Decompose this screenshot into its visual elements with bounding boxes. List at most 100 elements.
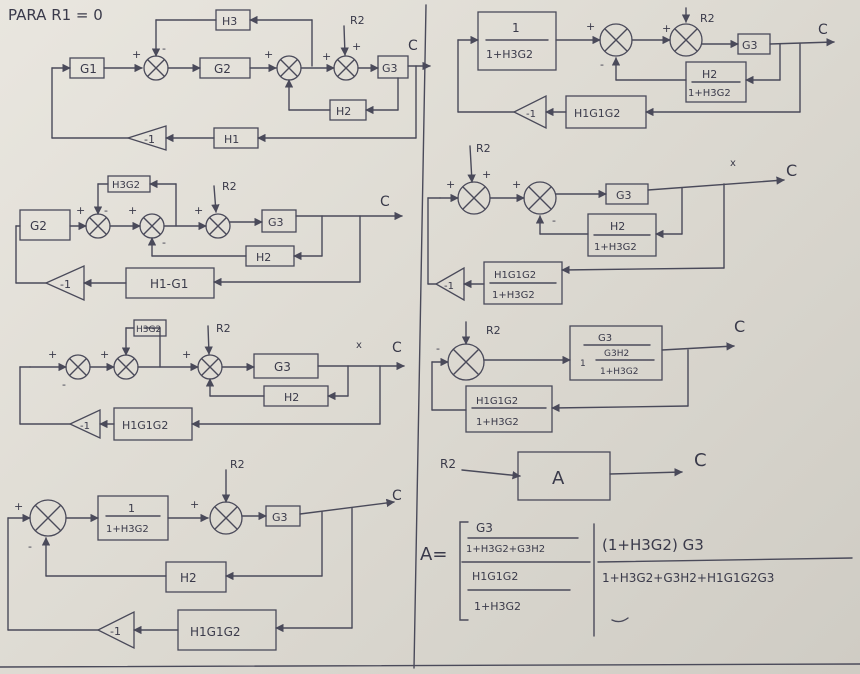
- svg-text:x: x: [356, 340, 362, 351]
- svg-text:-1: -1: [110, 625, 121, 638]
- svg-text:+: +: [48, 348, 57, 361]
- svg-text:H3G2: H3G2: [112, 180, 140, 191]
- svg-text:1+H3G2: 1+H3G2: [594, 242, 637, 253]
- final-equation: A= G3 1+H3G2+G3H2 H1G1G2 1+H3G2 (1+H3G2)…: [420, 521, 852, 636]
- svg-text:1: 1: [512, 21, 520, 35]
- svg-text:G2: G2: [30, 219, 47, 233]
- svg-text:+: +: [662, 22, 671, 35]
- svg-text:G3: G3: [274, 360, 291, 374]
- svg-text:H2: H2: [180, 571, 197, 585]
- svg-text:R2: R2: [230, 458, 245, 471]
- svg-text:G3: G3: [268, 216, 284, 229]
- svg-text:-1: -1: [144, 133, 155, 146]
- svg-text:+: +: [264, 48, 273, 61]
- svg-text:1+H3G2: 1+H3G2: [688, 88, 731, 99]
- svg-text:H3: H3: [222, 15, 237, 28]
- svg-text:-: -: [104, 204, 108, 217]
- diagram-2: G2 + - + - + R2 G3 C H3G2 H2: [16, 176, 402, 300]
- svg-text:C: C: [408, 38, 418, 54]
- svg-text:+: +: [512, 178, 521, 191]
- svg-text:H1G1G2: H1G1G2: [476, 396, 518, 407]
- svg-text:+: +: [128, 204, 137, 217]
- svg-text:R2: R2: [440, 457, 456, 471]
- svg-text:C: C: [694, 450, 707, 471]
- svg-text:H3G2: H3G2: [136, 325, 161, 335]
- diagram-5: 1 1+H3G2 + - + R2 G3 C H2 1+H3G2 H1G1G2: [458, 8, 834, 128]
- svg-text:+: +: [132, 48, 141, 61]
- svg-text:H1G1G2: H1G1G2: [472, 570, 518, 583]
- svg-text:H2: H2: [256, 251, 271, 264]
- svg-text:G2: G2: [214, 62, 231, 76]
- svg-text:C: C: [734, 317, 745, 336]
- svg-text:+: +: [182, 348, 191, 361]
- diagram-3: + - + + R2 G3 x C H3G2 H2 H1G1: [20, 320, 404, 440]
- diagram-7: - R2 G3 1 G3H2 1+H3G2 C H1G1G2 1+H3G2: [432, 317, 745, 432]
- svg-text:A=: A=: [420, 544, 447, 565]
- svg-text:-: -: [28, 540, 32, 553]
- svg-text:1: 1: [580, 359, 586, 369]
- svg-text:R2: R2: [476, 142, 491, 155]
- svg-text:C: C: [380, 194, 390, 210]
- bottom-divider: [0, 664, 860, 667]
- svg-text:G3: G3: [272, 511, 288, 524]
- svg-text:H1G1G2: H1G1G2: [574, 107, 620, 120]
- svg-text:-1: -1: [444, 281, 454, 292]
- svg-text:H1G1G2: H1G1G2: [190, 625, 241, 639]
- svg-text:+: +: [352, 40, 361, 53]
- svg-text:+: +: [446, 178, 455, 191]
- svg-text:R2: R2: [350, 14, 365, 27]
- diagram-8: R2 A C: [440, 450, 707, 500]
- svg-text:C: C: [818, 22, 828, 38]
- svg-text:+: +: [100, 348, 109, 361]
- svg-text:H2: H2: [284, 391, 299, 404]
- svg-text:G3: G3: [382, 62, 398, 75]
- svg-text:-: -: [436, 342, 440, 355]
- svg-text:G3: G3: [616, 189, 632, 202]
- svg-text:1+H3G2: 1+H3G2: [492, 290, 535, 301]
- diagram-1: G1 + - G2 + + R2 + G3 C H3 H2: [52, 10, 430, 150]
- svg-text:-1: -1: [526, 109, 536, 120]
- svg-text:H1: H1: [224, 133, 239, 146]
- svg-text:+: +: [586, 20, 595, 33]
- svg-text:C: C: [392, 488, 402, 504]
- svg-text:1+H3G2: 1+H3G2: [474, 600, 521, 613]
- svg-text:(1+H3G2) G3: (1+H3G2) G3: [602, 536, 704, 554]
- svg-text:G3: G3: [476, 521, 493, 535]
- svg-text:G3: G3: [742, 39, 758, 52]
- svg-text:R2: R2: [216, 322, 231, 335]
- svg-text:H2: H2: [610, 220, 625, 233]
- svg-text:G1: G1: [80, 62, 97, 76]
- svg-text:-: -: [162, 236, 166, 249]
- svg-text:x: x: [730, 158, 736, 169]
- svg-text:1+H3G2: 1+H3G2: [486, 48, 533, 61]
- svg-text:A: A: [552, 468, 565, 489]
- svg-text:R2: R2: [486, 324, 501, 337]
- svg-text:1+H3G2+G3H2: 1+H3G2+G3H2: [466, 544, 545, 555]
- svg-text:C: C: [786, 161, 797, 180]
- svg-text:1: 1: [128, 502, 135, 515]
- svg-text:-1: -1: [60, 278, 71, 291]
- svg-text:H1-G1: H1-G1: [150, 277, 188, 291]
- svg-text:+: +: [190, 498, 199, 511]
- diagram-4: + - 1 1+H3G2 + R2 G3 C H2 H1G1G2 -1: [8, 458, 402, 650]
- page-title: PARA R1 = 0: [8, 6, 103, 24]
- svg-text:G3: G3: [598, 333, 612, 344]
- svg-text:-: -: [600, 58, 604, 71]
- svg-text:1+H3G2+G3H2+H1G1G2G3: 1+H3G2+G3H2+H1G1G2G3: [602, 571, 774, 585]
- svg-text:-: -: [162, 42, 166, 55]
- svg-text:R2: R2: [700, 12, 715, 25]
- svg-text:-: -: [552, 214, 556, 227]
- svg-text:+: +: [194, 204, 203, 217]
- svg-text:+: +: [322, 50, 331, 63]
- svg-text:1+H3G2: 1+H3G2: [106, 524, 149, 535]
- svg-text:+: +: [482, 168, 491, 181]
- svg-text:1+H3G2: 1+H3G2: [600, 367, 638, 377]
- svg-text:R2: R2: [222, 180, 237, 193]
- svg-text:+: +: [76, 204, 85, 217]
- svg-text:H1G1G2: H1G1G2: [494, 270, 536, 281]
- svg-text:H1G1G2: H1G1G2: [122, 419, 168, 432]
- svg-text:1+H3G2: 1+H3G2: [476, 417, 519, 428]
- svg-text:C: C: [392, 340, 402, 356]
